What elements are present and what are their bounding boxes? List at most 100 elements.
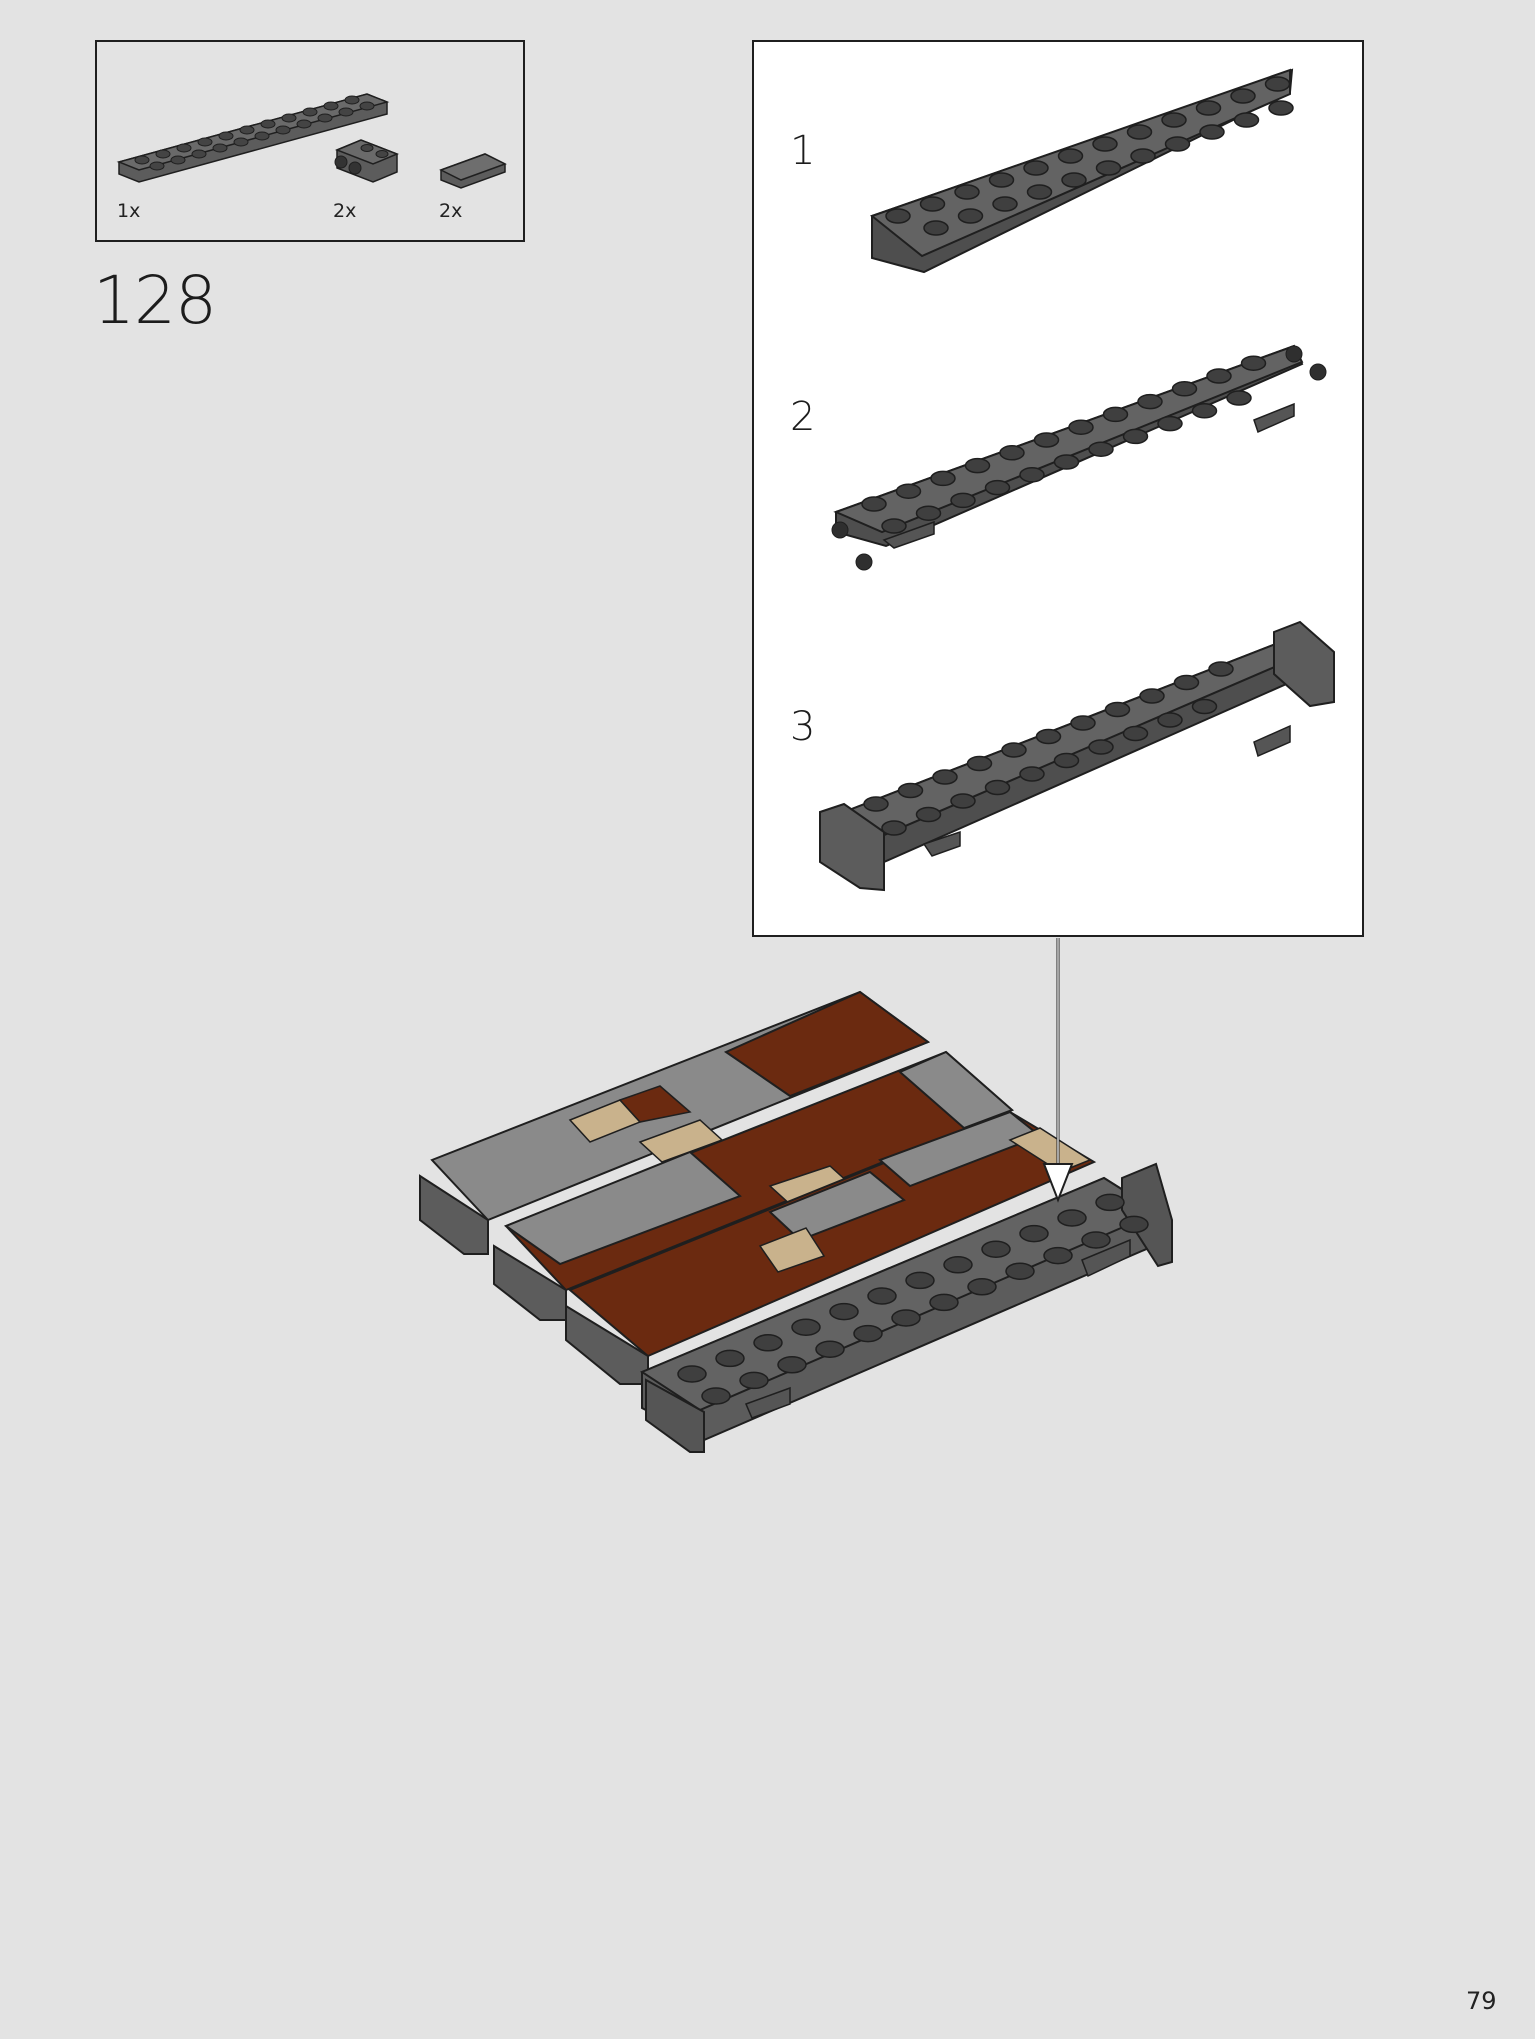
stud [1088, 441, 1114, 457]
stud [815, 1340, 845, 1358]
stud [984, 779, 1011, 796]
stud [897, 782, 924, 799]
stud [932, 769, 958, 785]
stud [1157, 712, 1183, 728]
stud [677, 1365, 707, 1383]
stud [943, 1256, 973, 1274]
stud [1068, 419, 1094, 435]
stud [829, 1302, 859, 1321]
step-number: 128 [93, 262, 217, 339]
stud [881, 820, 907, 836]
stud [1023, 160, 1049, 176]
stud [966, 755, 993, 772]
part-qty-plate: 1x [117, 200, 141, 222]
subassembly-illustration [819, 68, 1335, 892]
stud [777, 1356, 807, 1374]
stud [895, 483, 922, 499]
stud [1088, 739, 1114, 755]
stud [999, 445, 1025, 461]
stud [1102, 406, 1129, 423]
stud [739, 1371, 769, 1390]
stud [701, 1387, 731, 1405]
substep-1: 1 [790, 128, 816, 174]
placement-arrow [1042, 938, 1074, 1203]
bracket-icon [334, 139, 400, 183]
stud [1070, 715, 1096, 731]
stud [867, 1287, 897, 1305]
model-studs [677, 1193, 1149, 1405]
stud [1035, 728, 1062, 745]
stud [1104, 701, 1131, 718]
stud [950, 793, 976, 809]
page-number: 79 [1466, 1987, 1497, 2015]
stud [1095, 160, 1122, 176]
stud [1206, 368, 1232, 384]
stud [1195, 100, 1222, 116]
stud [753, 1334, 783, 1352]
stud [1191, 403, 1218, 419]
stud [1001, 742, 1027, 758]
stud [905, 1271, 935, 1290]
stud [950, 492, 976, 509]
stud [853, 1324, 883, 1343]
stud [1164, 136, 1191, 152]
stud [981, 1240, 1011, 1258]
stud [1081, 1231, 1111, 1249]
tile-icon [439, 153, 507, 189]
stud [1057, 148, 1084, 164]
stud [915, 806, 942, 823]
stud [992, 196, 1018, 212]
stud [791, 1318, 821, 1336]
stud [1226, 390, 1252, 406]
stud [1268, 100, 1294, 116]
part-qty-bracket: 2x [333, 200, 357, 222]
stud [1137, 393, 1163, 410]
part-qty-tile: 2x [439, 200, 463, 222]
stud [891, 1309, 921, 1327]
stud [1061, 172, 1087, 188]
stud [1171, 381, 1198, 397]
stud [984, 479, 1011, 496]
stud [1240, 355, 1267, 371]
stud [929, 1293, 959, 1312]
stud [954, 184, 980, 200]
parts-illustration [116, 93, 507, 189]
stud [1053, 752, 1080, 769]
stud [1161, 112, 1187, 128]
stud [1043, 1246, 1073, 1265]
stud [915, 505, 942, 521]
stud [930, 470, 956, 487]
stud [1208, 661, 1234, 677]
stud [715, 1349, 745, 1368]
parts-list: 1x 2x 2x [95, 40, 525, 242]
plate-2x12-icon [116, 93, 390, 183]
substep-2: 2 [790, 394, 816, 440]
stud [1173, 674, 1200, 691]
stud [861, 496, 887, 512]
stud [1191, 698, 1218, 715]
stud [964, 457, 991, 474]
substep-3: 3 [790, 704, 816, 750]
stud [1095, 1193, 1125, 1212]
stud [1264, 76, 1291, 92]
stud [881, 518, 907, 534]
stud [1157, 415, 1183, 432]
stud [1005, 1262, 1035, 1280]
stud [957, 208, 984, 224]
stud [1130, 148, 1156, 164]
stud [885, 208, 911, 224]
stud [1057, 1209, 1087, 1227]
stud [1092, 136, 1118, 152]
stud [1033, 432, 1060, 448]
stud [1026, 184, 1053, 200]
stud [1122, 725, 1149, 742]
stud [1233, 112, 1260, 128]
stud [1119, 1215, 1149, 1234]
stud [863, 796, 889, 812]
subassembly-callout: 1 2 3 [752, 40, 1364, 937]
stud [1126, 124, 1153, 140]
stud [1139, 688, 1165, 704]
stud [1019, 766, 1045, 782]
stud [1019, 467, 1045, 483]
